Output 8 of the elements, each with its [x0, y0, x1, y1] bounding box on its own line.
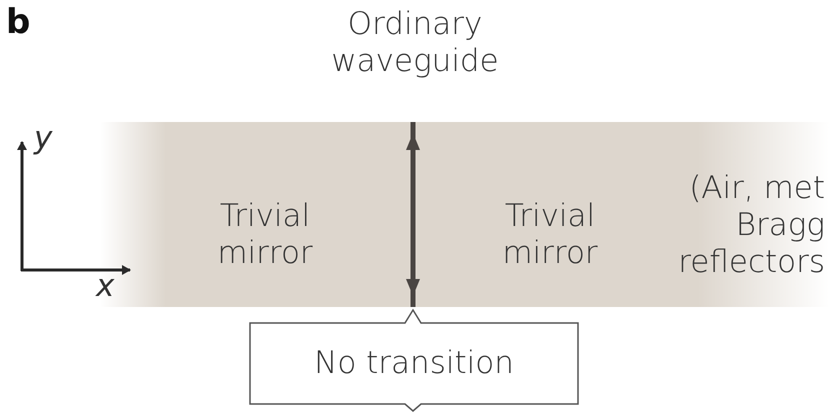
axis-label: x	[96, 268, 114, 305]
region-label: (Air, met Bragg reflectors	[677, 170, 825, 281]
region-label: Trivial mirror	[216, 198, 314, 272]
callout-text: No transition	[313, 345, 515, 382]
axis-label: y	[34, 120, 52, 157]
title: Ordinary waveguide	[330, 6, 500, 80]
panel-letter: b	[6, 4, 30, 41]
region-label: Trivial mirror	[501, 198, 599, 272]
